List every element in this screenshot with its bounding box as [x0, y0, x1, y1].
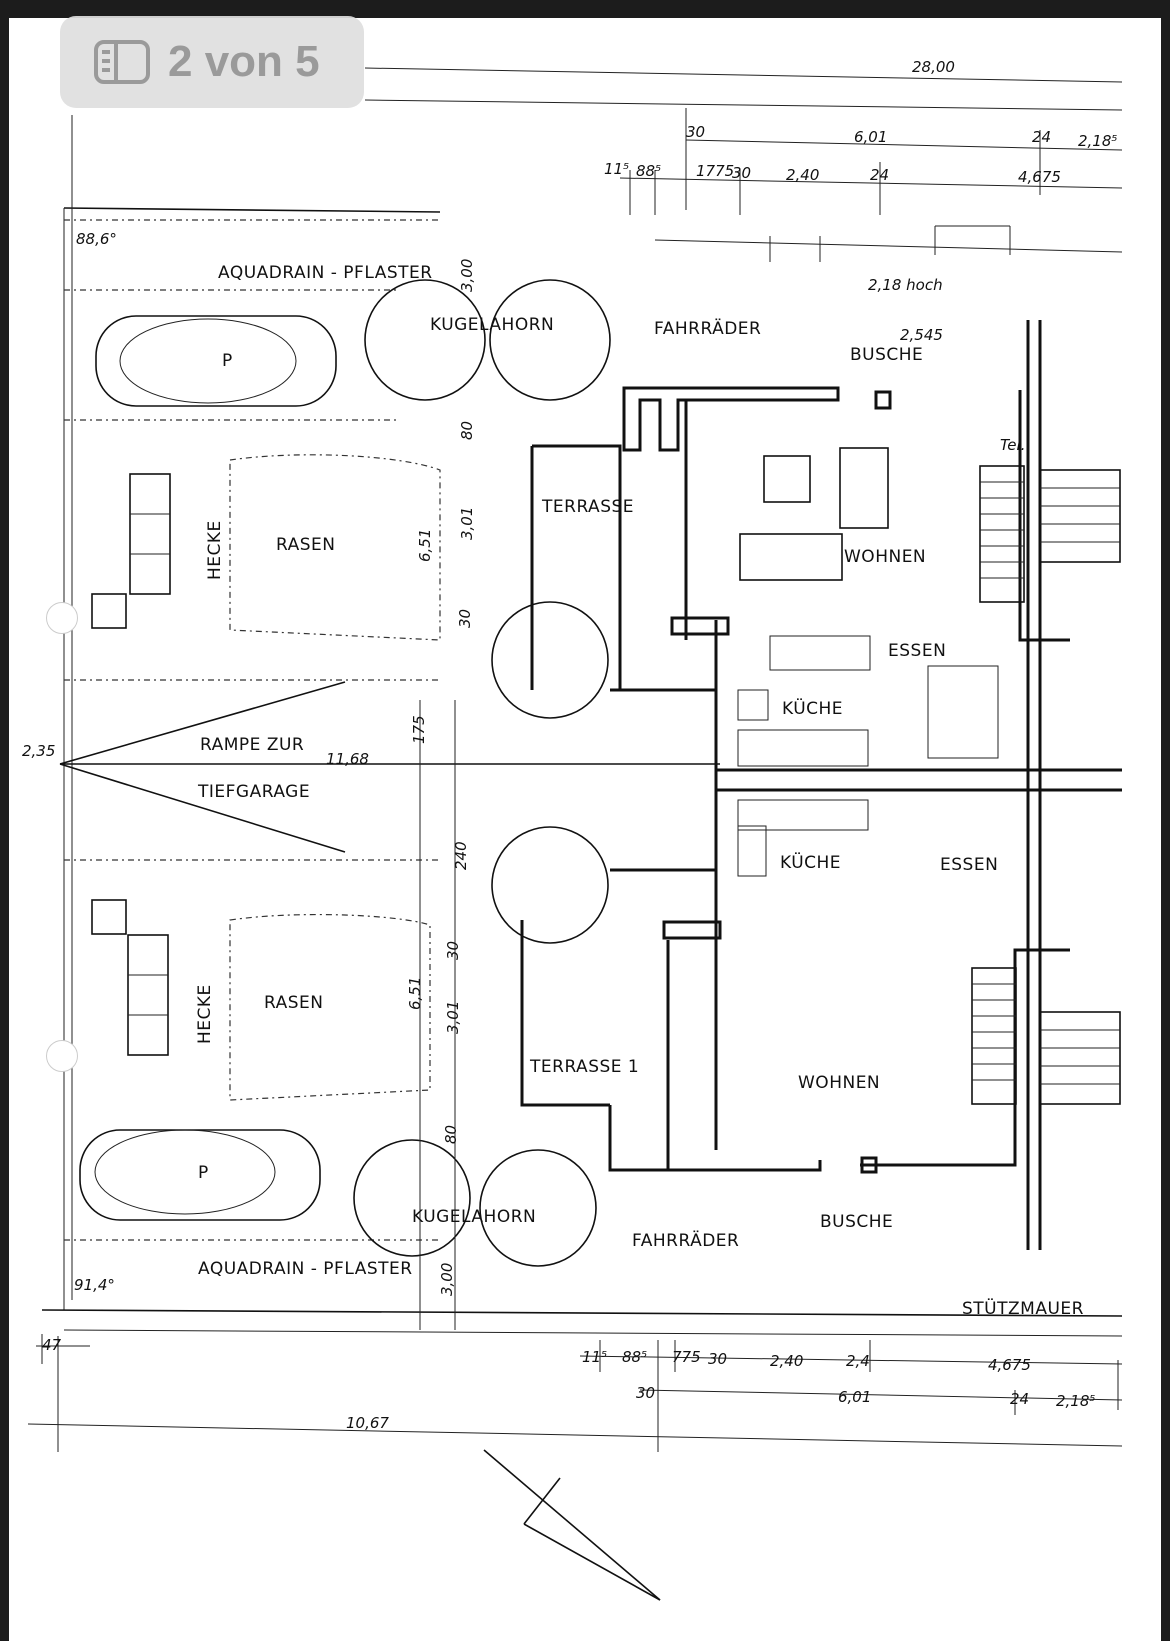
- dim-bottom-row2-1: 6,01: [838, 1388, 871, 1406]
- dim-bottom-total: 10,67: [346, 1414, 389, 1432]
- label-stuetzmauer: STÜTZMAUER: [962, 1297, 1084, 1319]
- label-parking-top: P: [222, 351, 233, 371]
- dim-bottom-row1-2: 775: [672, 1348, 701, 1366]
- dim-bottom-row1-4: 2,40: [770, 1352, 803, 1370]
- dim-top-row2-0: 30: [686, 123, 705, 141]
- label-wohnen-bottom: WOHNEN: [798, 1073, 880, 1093]
- dim-side-top-2: 3,01: [458, 507, 476, 540]
- dim-left-mark: 2,35: [22, 742, 55, 760]
- label-rasen-bottom: RASEN: [264, 993, 324, 1013]
- dim-top-row3-4: 2,40: [786, 166, 819, 184]
- dim-top-row3-6: 4,675: [1018, 168, 1061, 186]
- dim-side-bottom-2: 30: [444, 941, 462, 960]
- dim-hand-note: 2,18 hoch: [868, 276, 943, 294]
- dim-bottom-left: 47: [42, 1336, 62, 1354]
- dimension-texts: 28,00 30 6,01 24 2,18⁵ 11⁵ 88⁵ 1775 30 2…: [22, 58, 1117, 1432]
- dim-top-row3-2: 1775: [696, 162, 734, 180]
- label-rampe-1: RAMPE ZUR: [200, 735, 304, 755]
- dim-bottom-row1-0: 11⁵: [582, 1348, 607, 1366]
- dim-small-240: 240: [452, 841, 470, 870]
- dim-side-top-1: 6,51: [416, 529, 434, 562]
- label-fahrraeder-bottom: FAHRRÄDER: [632, 1230, 739, 1251]
- dim-side-top-4: 80: [458, 421, 476, 440]
- label-kueche-top: KÜCHE: [782, 697, 843, 719]
- dim-ramp-length: 11,68: [326, 750, 369, 768]
- label-rasen-top: RASEN: [276, 535, 336, 555]
- label-fahrraeder-top: FAHRRÄDER: [654, 318, 761, 339]
- label-essen-top: ESSEN: [888, 641, 946, 661]
- dim-top-row2-1: 6,01: [854, 128, 887, 146]
- dim-top-row3-0: 11⁵: [604, 160, 629, 178]
- dim-side-top-3: 30: [456, 609, 474, 628]
- dim-bottom-row2-2: 24: [1010, 1390, 1029, 1408]
- label-terrasse-bottom: TERRASSE 1: [529, 1057, 639, 1077]
- bottom-dimension-lines: [36, 1334, 1123, 1415]
- dim-bottom-row2-0: 30: [636, 1384, 655, 1402]
- label-terrasse-top: TERRASSE: [541, 497, 634, 517]
- trees: [353, 279, 611, 1267]
- dim-side-bottom-3: 80: [442, 1125, 460, 1144]
- stairs: [971, 465, 1121, 1105]
- label-aquadrain-bottom: AQUADRAIN - PFLASTER: [198, 1259, 413, 1279]
- dim-bottom-row2-3: 2,18⁵: [1056, 1392, 1095, 1410]
- dim-bottom-row1-5: 2,4: [846, 1352, 870, 1370]
- label-hecke-top: HECKE: [205, 520, 225, 580]
- dim-top-total: 28,00: [912, 58, 955, 76]
- dim-corner-bottom: 91,4°: [74, 1276, 115, 1294]
- furniture: [737, 447, 999, 877]
- dim-side-bottom-4: 3,00: [438, 1263, 456, 1296]
- parking-top: [95, 315, 337, 407]
- plot-boundary: [27, 115, 1123, 1452]
- label-kueche-bottom: KÜCHE: [780, 851, 841, 873]
- dim-bottom-row1-1: 88⁵: [622, 1348, 647, 1366]
- dim-bottom-row1-3: 30: [708, 1350, 727, 1368]
- label-parking-bottom: P: [198, 1163, 209, 1183]
- dim-side-bottom-1: 3,01: [444, 1001, 462, 1034]
- label-tel: Tel.: [1000, 436, 1025, 454]
- sidebar-icon: [94, 40, 150, 84]
- label-hecke-bottom: HECKE: [195, 984, 215, 1044]
- scroll-handle-bottom[interactable]: [46, 1040, 78, 1072]
- hedge-blocks: [91, 454, 441, 1101]
- dim-busche-note: 2,545: [900, 326, 943, 344]
- label-aquadrain-top: AQUADRAIN - PFLASTER: [218, 263, 433, 283]
- label-essen-bottom: ESSEN: [940, 855, 998, 875]
- plan-labels: AQUADRAIN - PFLASTER AQUADRAIN - PFLASTE…: [195, 263, 1084, 1319]
- page-indicator[interactable]: 2 von 5: [60, 16, 364, 108]
- dim-top-row2-2: 24: [1032, 128, 1051, 146]
- dim-bottom-row1-6: 4,675: [988, 1356, 1031, 1374]
- label-busche-bottom: BUSCHE: [820, 1212, 893, 1232]
- label-rampe-2: TIEFGARAGE: [197, 782, 310, 802]
- north-arrow: [483, 1449, 661, 1601]
- dim-side-top-0: 3,00: [458, 259, 476, 292]
- ramp: [59, 681, 720, 1330]
- dim-corner-top: 88,6°: [76, 230, 117, 248]
- scanned-page: [9, 18, 1161, 1641]
- top-dimension-lines: [364, 67, 1123, 262]
- house-walls: [520, 320, 1122, 1250]
- dim-top-row3-3: 30: [732, 164, 751, 182]
- label-busche-top: BUSCHE: [850, 345, 923, 365]
- dim-top-row2-3: 2,18⁵: [1078, 132, 1117, 150]
- parking-bottom: [79, 1129, 321, 1221]
- dim-side-bottom-0: 6,51: [406, 977, 424, 1010]
- label-kugelahorn-top: KUGELAHORN: [430, 315, 554, 335]
- scroll-handle-top[interactable]: [46, 602, 78, 634]
- label-wohnen-top: WOHNEN: [844, 547, 926, 567]
- dim-top-row3-5: 24: [870, 166, 889, 184]
- label-kugelahorn-bottom: KUGELAHORN: [412, 1207, 536, 1227]
- dim-small-175: 175: [410, 715, 428, 744]
- page-indicator-label: 2 von 5: [168, 37, 320, 86]
- dim-top-row3-1: 88⁵: [636, 162, 661, 180]
